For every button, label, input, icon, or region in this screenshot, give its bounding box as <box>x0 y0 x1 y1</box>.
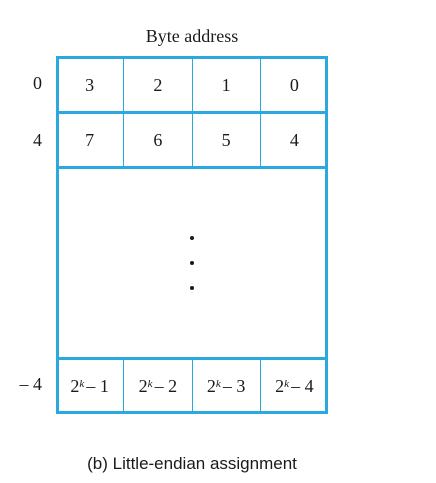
byte-cell: 1 <box>193 59 261 111</box>
byte-cell: 0 <box>289 74 299 95</box>
row-address-last: – 4 <box>19 374 43 394</box>
byte-cell: 2 <box>124 59 193 111</box>
byte-cell: 7 <box>56 114 125 166</box>
row-separator <box>56 111 328 114</box>
row-address-4: 4 <box>33 130 42 150</box>
row-separator <box>56 166 328 169</box>
memory-frame <box>56 56 328 414</box>
byte-cell: 3 <box>56 59 125 111</box>
ellipsis-dot <box>190 286 194 290</box>
ellipsis-dot <box>190 236 194 240</box>
figure-caption: (b) Little-endian assignment <box>87 454 297 473</box>
row-separator <box>56 357 328 360</box>
byte-cell: 5 <box>193 114 261 166</box>
memory-row-0: 3 2 1 0 <box>56 59 328 111</box>
ellipsis-dot <box>190 261 194 265</box>
byte-cell: 6 <box>124 114 193 166</box>
row-address-0: 0 <box>33 73 42 93</box>
byte-cell: 4 <box>289 129 299 150</box>
byte-address-header: Byte address <box>145 26 239 46</box>
memory-row-4: 7 6 5 4 <box>56 114 328 166</box>
